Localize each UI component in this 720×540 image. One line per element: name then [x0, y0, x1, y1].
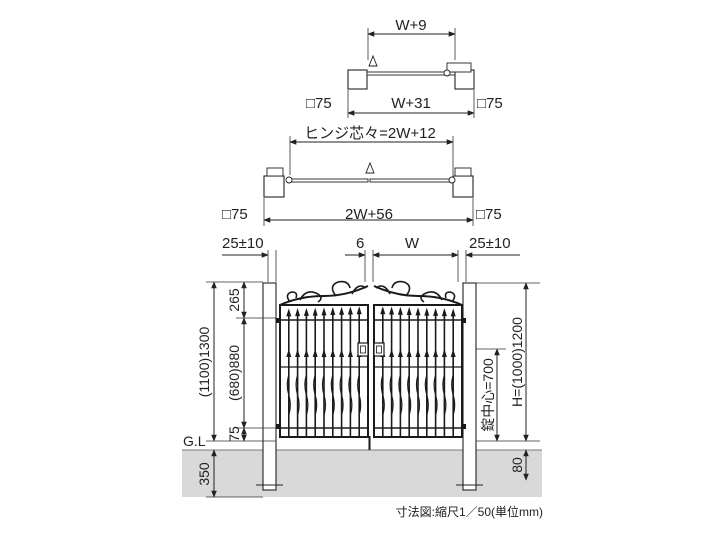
lock-center-label: 錠中心=700 — [480, 358, 496, 432]
double-span-label: 2W+56 — [345, 206, 393, 223]
twist-ornament — [407, 374, 412, 416]
left-leaf-plan — [287, 178, 369, 183]
gate-bars — [286, 306, 456, 436]
decorative-scrolls — [286, 280, 456, 303]
spear-finial — [312, 307, 318, 316]
right-leaf-plan — [369, 178, 453, 183]
mid-spear — [295, 349, 301, 357]
gap-left-label: 25±10 — [222, 235, 264, 252]
twist-ornament — [451, 374, 456, 416]
mid-spear — [389, 349, 395, 357]
spear-finial — [356, 306, 362, 315]
twist-ornament — [295, 374, 300, 416]
spear-finial — [380, 306, 386, 315]
right-leaf-frame — [373, 304, 463, 438]
post-left-plan — [347, 69, 368, 90]
top-span-label: W+31 — [391, 95, 431, 112]
spear-finial — [303, 307, 309, 316]
twist-ornament — [424, 374, 429, 416]
mid-spear — [397, 349, 403, 357]
latch-box-plan — [446, 62, 472, 73]
left-leaf-frame — [279, 304, 369, 438]
twist-ornament — [415, 374, 421, 416]
middle-section-label: (680)880 — [226, 345, 242, 401]
twist-ornament — [304, 374, 309, 416]
twist-ornament — [380, 374, 385, 416]
spear-finial — [330, 307, 336, 316]
spear-finial — [433, 307, 439, 316]
right-arch — [373, 285, 463, 306]
gl-label: G.L — [183, 433, 206, 449]
spear-finial — [321, 307, 327, 316]
elevation-view: 25±10 6 W 25±10 — [182, 235, 542, 498]
hinge-center-label: ヒンジ芯々=2W+12 — [304, 125, 436, 142]
twist-ornament — [389, 374, 394, 416]
swing-direction-icon — [368, 54, 378, 67]
right-post — [462, 282, 477, 491]
mid-spear — [303, 349, 309, 357]
spear-finial — [389, 306, 395, 315]
mid-spear — [433, 349, 439, 357]
mid-spear — [312, 349, 318, 357]
twist-ornament — [321, 374, 327, 416]
spear-finial — [347, 306, 353, 315]
top-width-label: W+9 — [395, 17, 426, 34]
height-label: H=(1000)1200 — [509, 317, 525, 407]
spear-finial — [397, 306, 403, 315]
double-gate-plan-view: ヒンジ芯々=2W+12 □75 2W+56 □75 — [222, 125, 502, 226]
mid-spear — [347, 349, 353, 357]
spear-finial — [295, 308, 301, 317]
leaf-width-label: W — [405, 235, 420, 252]
mid-spear — [406, 349, 412, 357]
twist-ornament — [339, 374, 344, 416]
mid-spear — [321, 349, 327, 357]
swing-direction-double-icon — [365, 161, 375, 174]
mid-spear — [339, 349, 345, 357]
gate-leaf-plan — [366, 71, 456, 76]
double-post-right-label: □75 — [476, 206, 502, 223]
spear-finial — [450, 308, 456, 317]
mid-spear — [415, 349, 421, 357]
spear-finial — [286, 308, 292, 317]
left-post — [262, 282, 277, 491]
mid-spear — [286, 349, 292, 357]
twist-ornament — [348, 374, 353, 416]
left-arch — [279, 285, 369, 306]
spear-finial — [441, 308, 447, 317]
mid-spear — [330, 349, 336, 357]
top-post-left-label: □75 — [306, 95, 332, 112]
mid-spear — [441, 349, 447, 357]
single-gate-plan-view: W+9 □75 W+31 □75 — [306, 17, 503, 118]
twist-ornament — [286, 374, 291, 416]
twist-ornament — [442, 374, 447, 416]
post-left-double-plan — [263, 175, 285, 198]
twist-ornament — [357, 374, 362, 416]
top-section-label: 265 — [226, 288, 242, 312]
twist-ornament — [330, 374, 335, 416]
foundation-label: 350 — [196, 462, 212, 486]
gate-leaves — [276, 280, 466, 450]
spear-finial — [424, 307, 430, 316]
spear-finial — [406, 307, 412, 316]
gap-center-label: 6 — [356, 235, 364, 252]
ground-band — [182, 450, 542, 497]
mid-spear — [450, 349, 456, 357]
twist-ornament — [433, 374, 438, 416]
post-right-double-plan — [452, 175, 474, 198]
scale-caption: 寸法図:縮尺1／50(単位mm) — [396, 504, 543, 519]
top-post-right-label: □75 — [477, 95, 503, 112]
twist-ornament — [313, 374, 318, 416]
gap-right-label: 25±10 — [469, 235, 511, 252]
spear-finial — [339, 306, 345, 315]
total-left-label: (1100)1300 — [196, 327, 212, 398]
twist-ornament — [398, 374, 403, 416]
spear-finial — [415, 307, 421, 316]
bottom-clearance-label: 75 — [226, 426, 242, 442]
double-post-left-label: □75 — [222, 206, 248, 223]
post-right-plan — [454, 69, 475, 90]
mid-spear — [424, 349, 430, 357]
foundation-right-label: 80 — [509, 457, 525, 473]
